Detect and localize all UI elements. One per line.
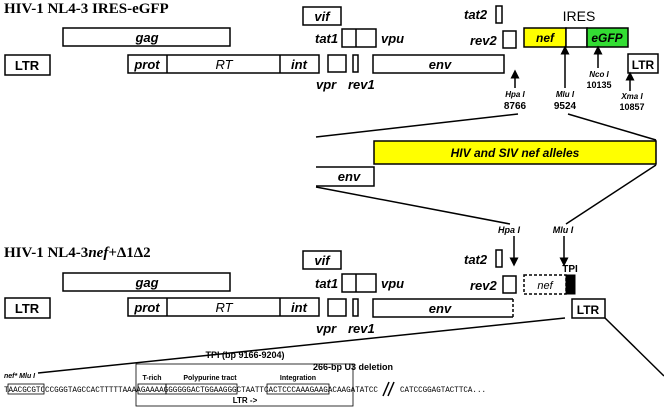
nef-mlu-label: nef* Mlu I xyxy=(4,373,36,380)
top-construct-title: HIV-1 NL4-3 IRES-eGFP xyxy=(4,1,169,17)
nco-pos: 10135 xyxy=(586,80,611,90)
ltr-left-label-bottom: LTR xyxy=(15,301,40,316)
tat2-box-bottom xyxy=(495,249,503,268)
vpr-box-top xyxy=(327,54,347,73)
pol-box-top xyxy=(127,54,320,74)
sequence-right: CATCCGGAGTACTTCA... xyxy=(400,385,486,395)
gag-box-top xyxy=(62,27,231,47)
gag-label-bottom: gag xyxy=(134,275,158,290)
vif-label-bottom: vif xyxy=(314,253,331,268)
ltr-left-box-bottom xyxy=(4,297,51,319)
rev2-label-bottom: rev2 xyxy=(470,278,498,293)
tat2-label-bottom: tat2 xyxy=(464,252,488,267)
rt-label-top: RT xyxy=(215,57,233,72)
ltr-right-label-bottom: LTR xyxy=(577,303,600,317)
vpu-label-bottom: vpu xyxy=(381,276,404,291)
t-rich-label: T-rich xyxy=(142,375,161,382)
env-box-top xyxy=(372,54,505,74)
ires-box xyxy=(565,27,588,48)
tpi-seq-box xyxy=(135,363,354,407)
rt-label-bottom: RT xyxy=(215,300,233,315)
ires-label: IRES xyxy=(563,8,596,24)
tat2-label-top: tat2 xyxy=(464,7,488,22)
rev1-label-top: rev1 xyxy=(348,77,375,92)
vpr-label-top: vpr xyxy=(316,77,337,92)
vif-box-bottom xyxy=(302,250,342,270)
bottom-construct-title: HIV-1 NL4-3nef+Δ1Δ2 xyxy=(4,245,151,261)
int-label-bottom: int xyxy=(291,300,308,315)
int-label-top: int xyxy=(291,57,308,72)
ltr-right-box-bottom xyxy=(571,298,606,319)
ltr-right-label-top: LTR xyxy=(632,58,655,72)
env-label-top: env xyxy=(429,57,452,72)
rev1-box-bottom xyxy=(352,298,359,317)
egfp-box xyxy=(586,27,629,48)
vif-box-top xyxy=(302,6,342,26)
polypurine-label: Polypurine tract xyxy=(183,375,237,382)
tat1-label-bottom: tat1 xyxy=(315,276,338,291)
mlu-label-bottom: Mlu I xyxy=(553,225,574,235)
tpi-box xyxy=(565,274,576,295)
mlu-site-box xyxy=(7,383,45,395)
vpr-label-bottom: vpr xyxy=(316,321,337,336)
nco-label: Nco I xyxy=(589,70,609,79)
nef-alleles-label: HIV and SIV nef alleles xyxy=(451,146,580,160)
nef-deleted-label: nef xyxy=(537,280,553,292)
sequence-left: TAACGCGTCCCGGGTAGCCACTTTTTAAAAGAAAAGGGGG… xyxy=(4,385,378,395)
hpa-label-bottom: Hpa I xyxy=(498,225,521,235)
prot-label-bottom: prot xyxy=(133,300,160,315)
tat1-box-bottom xyxy=(341,273,377,293)
integration-box xyxy=(266,383,330,395)
polypurine-box xyxy=(165,383,238,395)
env-fragment-mid xyxy=(316,166,375,187)
tat1-box-top xyxy=(341,28,377,48)
nef-label-top: nef xyxy=(536,31,555,45)
tat2-box-top xyxy=(495,5,503,24)
mlu-label-top: Mlu I xyxy=(556,90,575,99)
tpi-header: TPI (bp 9166-9204) xyxy=(205,350,284,360)
ltr-left-box-top xyxy=(4,54,51,76)
hpa-label-top: Hpa I xyxy=(505,90,525,99)
rev1-label-bottom: rev1 xyxy=(348,321,375,336)
mlu-pos: 9524 xyxy=(554,101,577,112)
nef-alleles-insert xyxy=(373,140,657,165)
pol-box-bottom xyxy=(127,297,320,317)
ltr-right-box-top xyxy=(627,53,659,74)
gag-box-bottom xyxy=(62,272,231,292)
env-box-bottom xyxy=(372,298,513,318)
xma-label: Xma I xyxy=(620,92,643,101)
xma-pos: 10857 xyxy=(619,102,644,112)
ltr-left-label-top: LTR xyxy=(15,58,40,73)
rev1-box-top xyxy=(352,54,359,73)
vpu-label-top: vpu xyxy=(381,31,404,46)
env-label-bottom: env xyxy=(429,301,452,316)
vpr-box-bottom xyxy=(327,298,347,317)
env-label-mid: env xyxy=(338,169,361,184)
tpi-label: TPI xyxy=(562,264,578,275)
integration-label: Integration xyxy=(280,375,316,382)
vif-label-top: vif xyxy=(314,9,331,24)
hpa-pos: 8766 xyxy=(504,101,527,112)
rev2-label-top: rev2 xyxy=(470,33,498,48)
prot-label-top: prot xyxy=(133,57,160,72)
gag-label-top: gag xyxy=(134,30,158,45)
ltr-arrow-label: LTR -> xyxy=(233,396,258,405)
rev2-box-top xyxy=(502,30,517,49)
tat1-label-top: tat1 xyxy=(315,31,338,46)
egfp-label: eGFP xyxy=(591,31,623,45)
rev2-box-bottom xyxy=(502,275,517,294)
